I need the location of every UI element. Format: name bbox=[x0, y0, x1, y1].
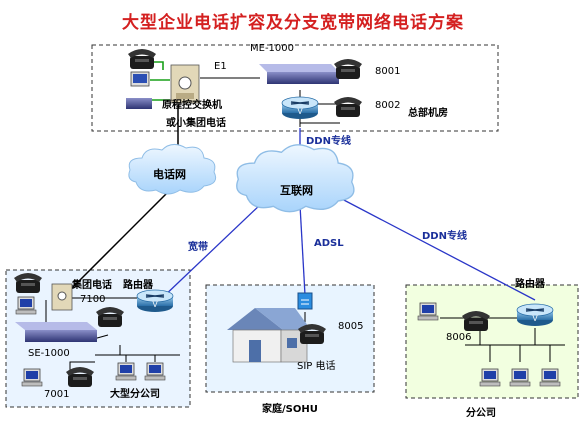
home-phone-8005-icon bbox=[298, 324, 326, 344]
branch-computer-4-icon bbox=[21, 368, 43, 387]
branch-pbx-icon bbox=[51, 283, 73, 311]
office-phone-8006-icon bbox=[462, 311, 490, 331]
hq-phone-8002-icon bbox=[334, 97, 362, 117]
broadband-link-label: 宽带 bbox=[188, 242, 208, 253]
phone-8002-label: 8002 bbox=[375, 100, 401, 111]
pbx-label-1: 原程控交换机 bbox=[162, 100, 222, 111]
home-phone-8005-label: 8005 bbox=[338, 321, 364, 332]
hq-router-icon bbox=[281, 96, 319, 120]
office-router-icon bbox=[516, 303, 554, 327]
se1000-device-icon bbox=[15, 322, 97, 342]
branch-router-icon bbox=[136, 289, 174, 313]
hq-ddn-label: DDN专线 bbox=[306, 136, 351, 147]
branch-name-label: 大型分公司 bbox=[110, 389, 160, 400]
me1000-device-icon bbox=[259, 64, 339, 84]
hq-phone-8001-icon bbox=[334, 59, 362, 79]
hq-room-label: 总部机房 bbox=[408, 108, 448, 119]
hq-phone-1-icon bbox=[128, 49, 156, 69]
branch-group-phone-label: 集团电话 bbox=[72, 280, 112, 291]
branch-phone-7100-icon bbox=[96, 307, 124, 327]
branch-router-label: 路由器 bbox=[123, 280, 153, 291]
office-computer-2-icon bbox=[479, 368, 501, 387]
e1-label: E1 bbox=[214, 61, 227, 72]
ddn-link-label: DDN专线 bbox=[422, 231, 467, 242]
branch-phone-icon bbox=[14, 273, 42, 293]
pstn-cloud-label: 电话网 bbox=[153, 168, 186, 181]
branch-computer-icon bbox=[15, 296, 37, 315]
hq-phone-2-icon bbox=[130, 71, 150, 87]
branch-computer-3-icon bbox=[144, 362, 166, 381]
office-computer-3-icon bbox=[509, 368, 531, 387]
adsl-link-label: ADSL bbox=[314, 238, 344, 249]
internet-cloud-label: 互联网 bbox=[280, 184, 313, 197]
branch-phone-7001-icon bbox=[66, 367, 94, 387]
pbx-icon bbox=[170, 64, 200, 104]
branch-phone-7100-label: 7100 bbox=[80, 294, 106, 305]
office-name-label: 分公司 bbox=[466, 408, 496, 419]
diagram-title: 大型企业电话扩容及分支宽带网络电话方案 bbox=[122, 13, 464, 33]
me1000-label: ME-1000 bbox=[250, 43, 295, 54]
se1000-label: SE-1000 bbox=[28, 348, 70, 359]
internet-cloud-icon bbox=[236, 144, 355, 213]
phone-8001-label: 8001 bbox=[375, 66, 401, 77]
home-name-label: 家庭/SOHU bbox=[262, 404, 318, 415]
branch-computer-2-icon bbox=[115, 362, 137, 381]
office-computer-icon bbox=[417, 302, 439, 321]
sip-phone-label: SIP 电话 bbox=[297, 361, 336, 372]
home-gateway-icon bbox=[297, 292, 313, 310]
office-phone-8006-label: 8006 bbox=[446, 332, 472, 343]
branch-phone-7001-label: 7001 bbox=[44, 389, 70, 400]
office-router-label: 路由器 bbox=[515, 279, 545, 290]
hq-server-icon bbox=[126, 98, 152, 109]
office-computer-4-icon bbox=[539, 368, 561, 387]
house-icon bbox=[227, 308, 311, 363]
pbx-label-2: 或小集团电话 bbox=[166, 118, 226, 129]
